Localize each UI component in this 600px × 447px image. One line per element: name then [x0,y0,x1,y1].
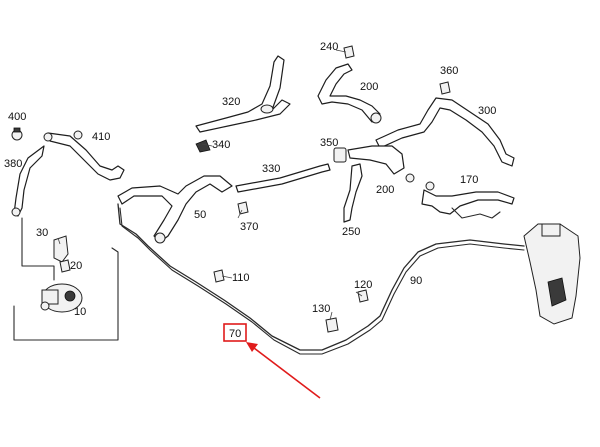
label-240: 240 [320,41,338,53]
label-200-upper: 200 [360,81,378,93]
label-300: 300 [478,105,496,117]
part-200-upper-hose [317,63,382,124]
label-250: 250 [342,226,360,238]
part-20-clip [59,259,71,273]
highlight-callout: 70 [223,323,321,399]
part-120-clip [357,289,369,303]
assembly-frame-left [13,217,119,341]
highlight-box [223,323,247,342]
part-50-hose [117,175,233,244]
part-170-hose [421,189,515,219]
part-400-fitting [11,127,23,141]
part-340-clip [195,139,211,153]
part-300-hose [375,97,515,167]
label-20: 20 [70,260,82,272]
label-370: 370 [240,221,258,233]
label-90: 90 [410,275,422,287]
part-130-clip [325,317,339,333]
label-320: 320 [222,96,240,108]
part-330-pipe [235,163,331,193]
highlight-arrow-shaft [249,344,321,399]
part-370-clip [237,201,249,215]
label-10: 10 [74,306,86,318]
label-350: 350 [320,137,338,149]
label-50: 50 [194,209,206,221]
highlight-arrow-head-icon [246,342,258,352]
label-70: 70 [229,328,241,340]
label-130: 130 [312,303,330,315]
label-30: 30 [36,227,48,239]
label-170: 170 [460,174,478,186]
label-110: 110 [232,272,250,284]
part-30-bracket [53,235,69,263]
part-240-clip [343,45,355,59]
part-70-90-long-pipe [117,203,525,355]
part-10-pump [40,283,83,313]
part-320-hose [195,55,291,133]
label-400: 400 [8,111,26,123]
part-110-clip [213,269,225,283]
label-200-mid: 200 [376,184,394,196]
part-360-clip [439,81,451,95]
label-340: 340 [212,139,230,151]
part-410-hose [43,130,125,181]
part-350-connector [333,147,347,163]
label-360: 360 [440,65,458,77]
label-120: 120 [354,279,372,291]
expansion-tank [523,223,581,325]
leader-lines [57,49,363,321]
part-380-hose [11,145,45,217]
label-380: 380 [4,158,22,170]
label-330: 330 [262,163,280,175]
part-200-mid-hose [347,145,435,191]
part-250-hose [343,163,363,223]
label-410: 410 [92,131,110,143]
